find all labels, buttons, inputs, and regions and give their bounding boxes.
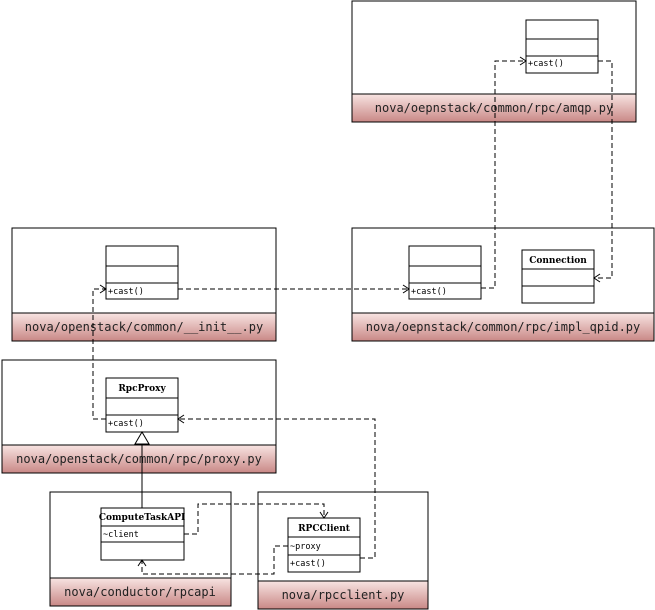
dependency-amqp-to-connection: [593, 60, 613, 283]
class-box: [105, 245, 179, 300]
arrow-head: [519, 56, 527, 66]
class-member: ~client: [103, 530, 139, 540]
class-member: +cast(): [411, 287, 447, 297]
class-box: [525, 19, 599, 74]
class-name: RpcProxy: [118, 384, 166, 394]
arrow-head: [177, 414, 185, 424]
class-compute-task-api: ComputeTaskAPI ~client: [99, 507, 185, 561]
dependency-rpcclient-to-proxy: [177, 414, 376, 559]
arrow-head: [137, 559, 147, 567]
arrow-head: [319, 511, 329, 519]
arrow-head: [99, 284, 107, 294]
module-label: nova/openstack/common/rpc/proxy.py: [16, 452, 262, 466]
dependency-line: [184, 503, 325, 535]
class-member: +cast(): [108, 419, 144, 429]
module-label: nova/openstack/common/__init__.py: [25, 320, 263, 334]
dependency-computetask-to-rpcclient: [184, 503, 329, 535]
class-name: RPCClient: [298, 524, 351, 534]
module-label: nova/rpcclient.py: [282, 588, 405, 602]
module-label-band: [11, 312, 277, 342]
dependency-line: [141, 545, 288, 575]
module-init: nova/openstack/common/__init__.py +cast(…: [11, 227, 277, 342]
arrow-head: [593, 273, 601, 283]
class-member: +cast(): [528, 59, 564, 69]
dependency-init-to-qpid: [178, 284, 410, 294]
module-rpcclient: nova/rpcclient.py RPCClient ~proxy +cast…: [257, 491, 429, 610]
arrow-head: [402, 284, 410, 294]
dependency-qpid-to-amqp: [481, 56, 527, 289]
class-amqp: +cast(): [525, 19, 599, 74]
module-label-band: [257, 580, 429, 610]
module-label-band: [351, 312, 655, 342]
dependency-line: [481, 60, 526, 289]
dependency-rpcclient-to-computetask: [137, 545, 288, 575]
class-box: [100, 507, 185, 561]
class-box: [521, 249, 595, 304]
class-qpid: +cast(): [408, 245, 482, 300]
module-label-band: [351, 93, 637, 123]
dependency-proxy-to-init: [92, 284, 107, 420]
class-member: +cast(): [290, 559, 326, 569]
module-label-band: [1, 444, 277, 474]
dependency-line: [594, 60, 613, 279]
class-name: ComputeTaskAPI: [99, 513, 185, 523]
class-rpc-client: RPCClient ~proxy +cast(): [287, 517, 361, 573]
module-label: nova/oepnstack/common/rpc/impl_qpid.py: [366, 320, 641, 334]
class-member: ~proxy: [290, 542, 321, 552]
module-label-band: [49, 577, 232, 607]
class-name: Connection: [529, 256, 587, 266]
class-box: [287, 517, 361, 573]
module-impl-qpid: nova/oepnstack/common/rpc/impl_qpid.py +…: [351, 227, 655, 342]
module-rpcapi: nova/conductor/rpcapi ComputeTaskAPI ~cl…: [49, 491, 232, 607]
inheritance-edge: [134, 431, 150, 508]
class-init: +cast(): [105, 245, 179, 300]
module-label: nova/conductor/rpcapi: [64, 585, 216, 599]
module-proxy: nova/openstack/common/rpc/proxy.py RpcPr…: [1, 359, 277, 474]
class-rpc-proxy: RpcProxy +cast(): [105, 377, 179, 433]
module-amqp: nova/oepnstack/common/rpc/amqp.py +cast(…: [351, 0, 637, 123]
class-member: +cast(): [108, 287, 144, 297]
inheritance-triangle: [134, 431, 150, 445]
module-label: nova/oepnstack/common/rpc/amqp.py: [375, 101, 613, 115]
class-connection: Connection: [521, 249, 595, 304]
class-box: [408, 245, 482, 300]
dependency-line: [178, 418, 376, 559]
